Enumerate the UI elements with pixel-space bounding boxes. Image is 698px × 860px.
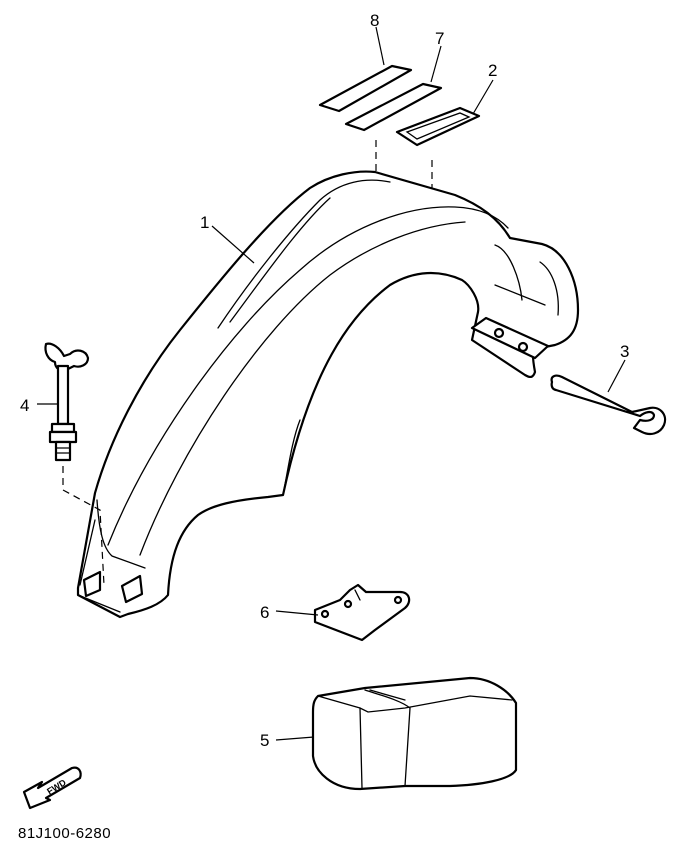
fwd-arrow: FWD xyxy=(22,766,82,810)
callout-3: 3 xyxy=(620,342,629,361)
leader-3 xyxy=(607,359,626,393)
leader-6 xyxy=(275,610,319,616)
leader-7 xyxy=(430,45,442,83)
callout-1: 1 xyxy=(200,213,209,232)
leader-5 xyxy=(275,736,315,741)
part-1-fender-cover xyxy=(76,170,580,619)
part-6-bracket xyxy=(313,583,411,642)
assembly-line-bolt-4 xyxy=(62,466,105,586)
part-8-pad xyxy=(318,64,413,113)
leader-8 xyxy=(375,26,385,66)
callout-2: 2 xyxy=(488,61,497,80)
leader-1 xyxy=(211,225,255,264)
callout-7: 7 xyxy=(435,29,444,48)
leader-2 xyxy=(472,79,494,115)
callout-6: 6 xyxy=(260,603,269,622)
part-3-hook-rod xyxy=(550,374,667,436)
callout-5: 5 xyxy=(260,731,269,750)
part-4-wing-bolt xyxy=(44,342,90,462)
part-5-box xyxy=(311,676,518,791)
part-7-pad xyxy=(344,82,443,132)
callout-4: 4 xyxy=(20,396,29,415)
drawing-code: 81J100-6280 xyxy=(18,825,111,842)
callout-8: 8 xyxy=(370,11,379,30)
part-2-plate xyxy=(395,106,481,147)
